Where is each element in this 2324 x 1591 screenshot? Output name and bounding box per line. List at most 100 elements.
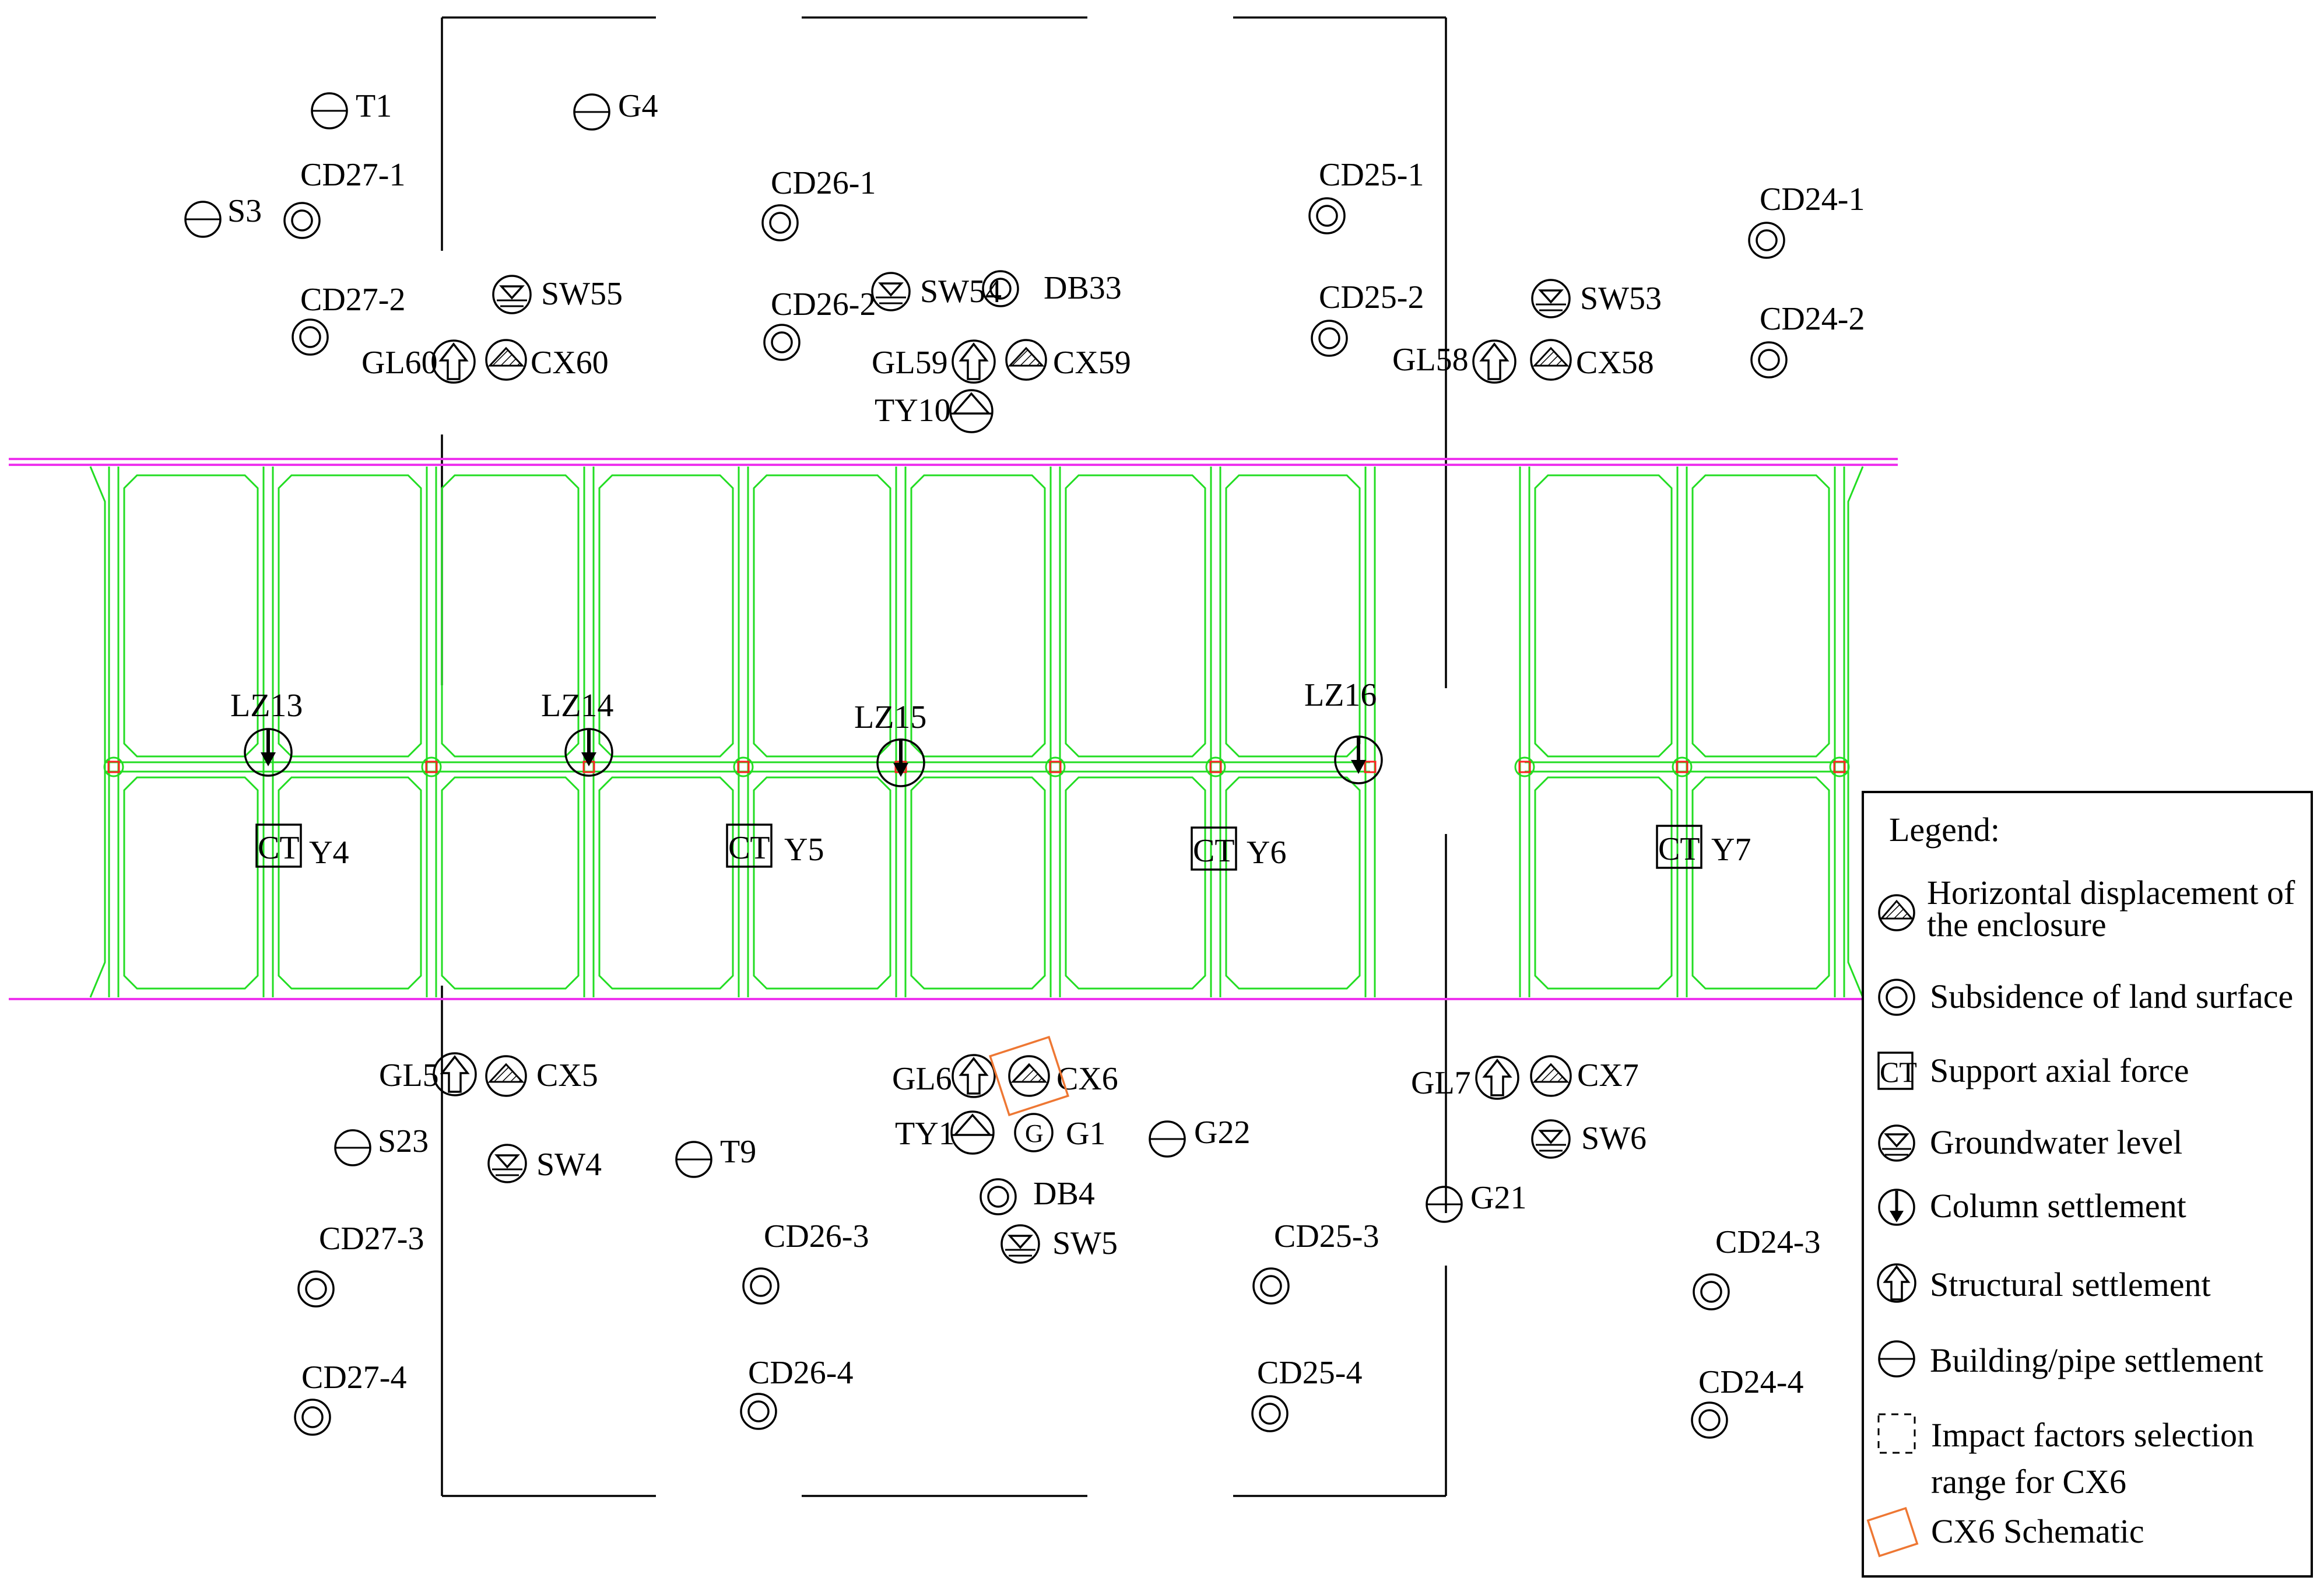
- point-label: G1: [1066, 1116, 1105, 1152]
- groundwater-icon: [1531, 279, 1571, 318]
- legend-subsidence-icon: [1878, 979, 1915, 1016]
- building-settlement-icon: [311, 92, 348, 129]
- point-label: CD27-2: [300, 282, 405, 318]
- svg-text:G: G: [1025, 1119, 1044, 1148]
- subsidence-icon: [294, 1399, 331, 1436]
- subsidence-icon: [763, 324, 801, 361]
- subsidence-icon: [292, 318, 329, 356]
- legend-subsidence: Subsidence of land surface: [1930, 977, 2293, 1015]
- subsidence-icon: [1750, 341, 1788, 379]
- point-label: Y7: [1711, 832, 1751, 868]
- legend: Legend: Horizontal displacement of the e…: [1862, 791, 2313, 1578]
- structure-bay: [598, 474, 734, 990]
- point-label: S3: [227, 193, 262, 229]
- legend-box: [1862, 791, 2313, 1578]
- structure-post: [108, 467, 120, 997]
- point-label: DB33: [1044, 270, 1122, 306]
- column-settlement-icon: [876, 738, 925, 787]
- enclosure-walls: [9, 458, 1898, 1000]
- legend-column-settlement-icon: [1878, 1189, 1915, 1226]
- point-label: T1: [356, 88, 392, 124]
- building-settlement-icon: [1149, 1120, 1186, 1158]
- legend-groundwater-icon: [1878, 1124, 1915, 1162]
- point-label: CD26-1: [771, 165, 876, 201]
- point-label: LZ16: [1304, 677, 1377, 713]
- point-label: SW4: [536, 1147, 602, 1183]
- legend-title: Legend:: [1889, 811, 2000, 849]
- structure-post: [1676, 467, 1688, 997]
- subsidence-icon: [1693, 1273, 1730, 1310]
- svg-text:CT: CT: [1193, 833, 1235, 869]
- structure-bay: [1534, 474, 1673, 990]
- point-label: CD27-3: [319, 1221, 424, 1257]
- point-label: SW5: [1052, 1225, 1118, 1261]
- strut-node: [1829, 756, 1850, 777]
- point-label: TY10: [875, 393, 951, 429]
- structural-settlement-icon: [1475, 1056, 1519, 1100]
- legend-structural-settlement: Structural settlement: [1930, 1266, 2211, 1303]
- point-label: CD25-3: [1274, 1218, 1379, 1254]
- point-label: SW55: [541, 276, 623, 312]
- point-label: S23: [378, 1123, 429, 1159]
- support-axial-force-icon: CT: [255, 823, 302, 868]
- structure-post: [895, 467, 907, 997]
- structure-post: [1364, 467, 1376, 997]
- svg-text:CT: CT: [728, 830, 770, 866]
- point-label: LZ15: [854, 699, 926, 735]
- legend-horizontal-displacement-icon: [1878, 894, 1915, 931]
- structural-settlement-icon: [1472, 339, 1516, 384]
- point-label: G21: [1470, 1180, 1526, 1216]
- structure-post: [1834, 467, 1845, 997]
- horizontal-displacement-icon: [1008, 1055, 1050, 1097]
- point-label: CD24-4: [1698, 1364, 1803, 1400]
- structural-settlement-icon: [952, 339, 996, 384]
- structure-bay: [1225, 474, 1361, 990]
- groundwater-icon: [871, 272, 911, 311]
- ty-point-icon: [949, 389, 994, 433]
- svg-text:CT: CT: [1880, 1056, 1917, 1088]
- point-label: CD24-3: [1715, 1224, 1820, 1260]
- horizontal-displacement-icon: [485, 339, 527, 381]
- legend-impact-range: Impact factors selection: [1931, 1416, 2254, 1454]
- green-support-structure: [89, 466, 1864, 998]
- structure-post: [1049, 467, 1061, 997]
- point-label: GL7: [1411, 1065, 1471, 1101]
- building-settlement-icon: [334, 1129, 371, 1166]
- point-label: CD25-2: [1319, 279, 1424, 316]
- point-label: Y5: [784, 832, 824, 868]
- legend-structural-settlement-icon: [1877, 1263, 1916, 1303]
- svg-text:CT: CT: [258, 830, 300, 866]
- legend-groundwater: Groundwater level: [1930, 1123, 2182, 1161]
- building-settlement-icon: [184, 201, 222, 238]
- structure-bay: [441, 474, 580, 990]
- legend-column-settlement: Column settlement: [1930, 1187, 2186, 1225]
- horizontal-displacement-icon: [1005, 339, 1047, 381]
- structure-post: [583, 467, 595, 997]
- structural-settlement-icon: [431, 339, 476, 384]
- point-label: SW54: [920, 274, 1002, 310]
- subsidence-icon: [1251, 1395, 1289, 1432]
- subsidence-icon: [980, 1178, 1017, 1215]
- structure-post: [1210, 467, 1221, 997]
- subsidence-icon: [1311, 320, 1348, 357]
- ty-point-icon: [950, 1110, 995, 1155]
- structure-post: [1519, 467, 1530, 997]
- subsidence-icon: [1308, 197, 1346, 234]
- strut-node: [1672, 756, 1693, 777]
- point-label: GL59: [872, 345, 948, 381]
- subsidence-icon: [1691, 1401, 1728, 1439]
- point-label: T9: [720, 1134, 756, 1170]
- legend-impact-range-2: range for CX6: [1931, 1463, 2126, 1501]
- column-settlement-icon: [1334, 735, 1383, 784]
- groundwater-icon: [487, 1144, 527, 1183]
- subsidence-icon: [283, 202, 321, 239]
- point-label: CX7: [1577, 1057, 1639, 1094]
- building-settlement-icon: [573, 93, 610, 131]
- structure-bay: [1065, 474, 1206, 990]
- point-label: CD27-4: [301, 1359, 406, 1396]
- structure-post: [738, 467, 749, 997]
- g-point-icon: G: [1014, 1113, 1054, 1152]
- svg-text:CT: CT: [1658, 831, 1700, 867]
- structure-post: [426, 467, 437, 997]
